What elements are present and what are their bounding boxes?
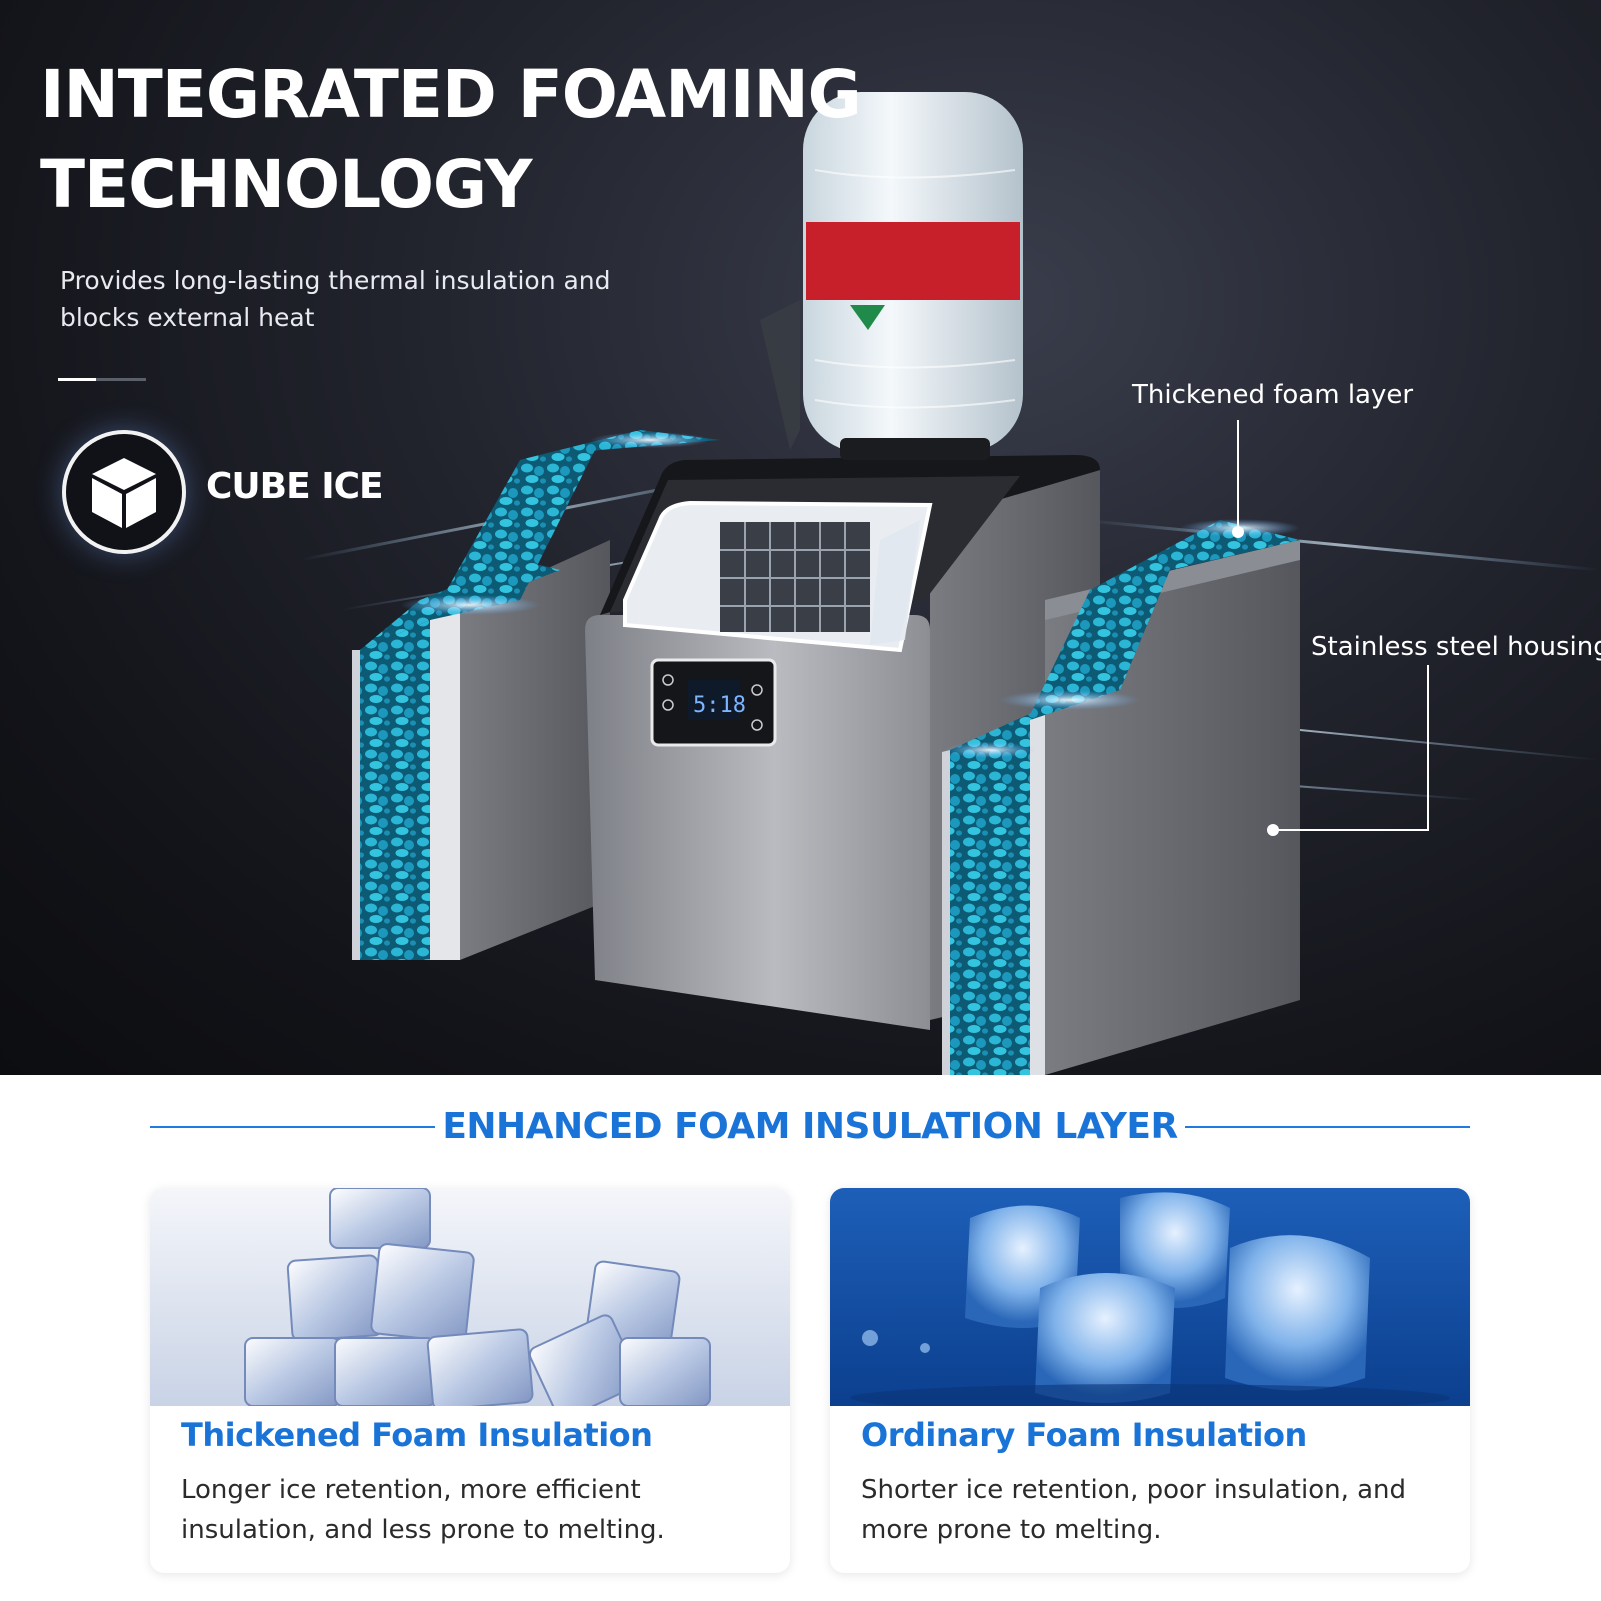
callout-dot-icon bbox=[1267, 824, 1279, 836]
callout-foam-layer: Thickened foam layer bbox=[1132, 380, 1414, 410]
cube-ice-label: CUBE ICE bbox=[206, 466, 384, 507]
comparison-section: ENHANCED FOAM INSULATION LAYER bbox=[0, 1075, 1601, 1601]
header-rule-left bbox=[150, 1126, 435, 1128]
headline: INTEGRATED FOAMING TECHNOLOGY bbox=[40, 50, 862, 230]
ice-cubes-photo-melting bbox=[830, 1188, 1470, 1406]
divider bbox=[58, 378, 146, 381]
headline-line-2: TECHNOLOGY bbox=[40, 146, 532, 223]
svg-text:5:18: 5:18 bbox=[693, 693, 746, 718]
ice-cubes-photo-cold bbox=[150, 1188, 790, 1406]
card-ordinary-foam: Ordinary Foam Insulation Shorter ice ret… bbox=[830, 1188, 1470, 1573]
left-insulation-block bbox=[352, 430, 720, 960]
water-bottle-icon bbox=[760, 92, 1023, 460]
ice-maker-illustration: 5:18 bbox=[299, 92, 1601, 1075]
section-title: ENHANCED FOAM INSULATION LAYER bbox=[442, 1106, 1178, 1147]
hero-subtitle: Provides long-lasting thermal insulation… bbox=[60, 266, 611, 332]
card-title: Thickened Foam Insulation bbox=[181, 1416, 653, 1454]
callout-lines bbox=[1237, 420, 1429, 831]
cube-icon bbox=[62, 430, 186, 554]
headline-line-1: INTEGRATED FOAMING bbox=[40, 56, 862, 133]
card-thickened-foam: Thickened Foam Insulation Longer ice ret… bbox=[150, 1188, 790, 1573]
card-title: Ordinary Foam Insulation bbox=[861, 1416, 1307, 1454]
callout-dot-icon bbox=[1232, 526, 1244, 538]
right-insulation-block bbox=[942, 519, 1300, 1075]
card-description: Shorter ice retention, poor insulation, … bbox=[861, 1475, 1407, 1545]
section-header: ENHANCED FOAM INSULATION LAYER bbox=[150, 1099, 1470, 1155]
card-description: Longer ice retention, more efficient ins… bbox=[181, 1475, 665, 1545]
hero-section: 5:18 bbox=[0, 0, 1601, 1075]
header-rule-right bbox=[1185, 1126, 1470, 1128]
callout-steel-housing: Stainless steel housing bbox=[1311, 632, 1601, 662]
